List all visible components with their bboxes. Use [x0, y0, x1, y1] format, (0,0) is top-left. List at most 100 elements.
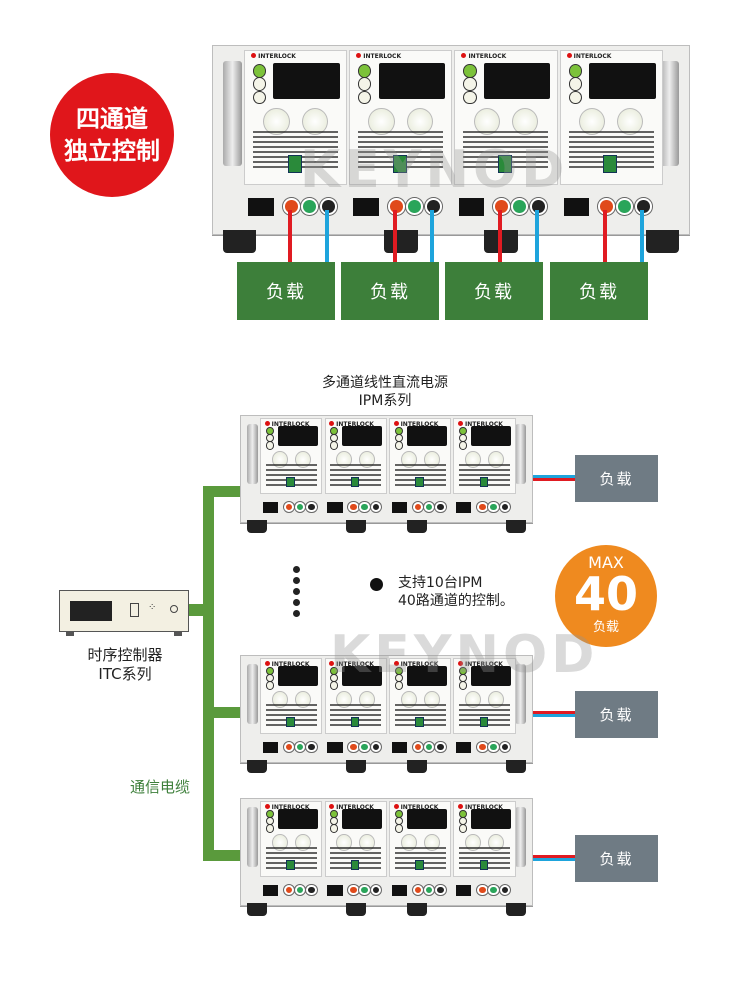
channel-module: INTERLOCK — [559, 49, 663, 186]
comm-cable-trunk — [203, 486, 214, 860]
output-terminals — [244, 189, 349, 234]
power-switch — [391, 884, 407, 896]
max-number: 40 — [573, 567, 638, 621]
ground-terminal — [488, 741, 499, 752]
output-terminals — [453, 880, 517, 905]
output-terminals — [325, 497, 389, 522]
sense-terminal — [415, 717, 424, 728]
controller-label: 时序控制器 ITC系列 — [55, 646, 195, 684]
power-switch — [327, 741, 343, 753]
panel-button — [463, 64, 477, 78]
positive-terminal — [412, 884, 424, 895]
wire-blue — [429, 210, 434, 262]
channel-module: INTERLOCK — [324, 418, 387, 495]
badge-line-2: 独立控制 — [64, 137, 160, 165]
panel-button — [330, 681, 339, 690]
panel-button — [265, 441, 274, 450]
handle-left — [222, 61, 242, 167]
positive-terminal — [348, 501, 359, 512]
ground-terminal — [511, 197, 528, 215]
channel-module: INTERLOCK — [260, 418, 323, 495]
handle-left — [246, 807, 259, 867]
interlock-logo: INTERLOCK — [251, 53, 296, 60]
panel-controls — [265, 846, 317, 869]
watermark: KEYNOD — [300, 140, 569, 200]
panel-button — [253, 77, 267, 92]
interlock-logo: INTERLOCK — [394, 661, 439, 668]
display-screen — [342, 425, 383, 446]
chassis-foot — [246, 519, 268, 533]
output-terminals — [453, 737, 517, 762]
chassis-foot — [384, 230, 418, 253]
channel-module: INTERLOCK — [453, 418, 516, 495]
display-screen — [471, 808, 512, 829]
chassis-foot — [406, 759, 428, 773]
chassis-foot — [505, 519, 527, 533]
negative-terminal — [435, 501, 446, 512]
interlock-logo: INTERLOCK — [356, 53, 401, 60]
output-terminals — [389, 497, 453, 522]
power-switch — [391, 501, 407, 513]
display-screen — [378, 62, 446, 99]
display-screen — [471, 425, 512, 446]
sense-terminal — [415, 860, 424, 871]
interlock-logo: INTERLOCK — [458, 804, 503, 811]
sense-terminal — [603, 154, 618, 174]
panel-controls — [265, 703, 317, 726]
supply-series: IPM系列 — [358, 393, 412, 409]
sense-terminal — [497, 154, 513, 174]
chassis-foot — [246, 902, 268, 916]
positive-terminal — [477, 501, 488, 512]
panel-button — [358, 64, 372, 78]
chassis-foot — [345, 519, 367, 533]
sense-terminal — [479, 860, 489, 871]
wire-blue — [533, 858, 575, 861]
max-40-badge: MAX 40 负载 — [555, 545, 657, 647]
output-terminals — [389, 880, 453, 905]
chassis-foot — [505, 902, 527, 916]
four-channel-badge: 四通道 独立控制 — [50, 73, 174, 197]
interlock-logo: INTERLOCK — [329, 804, 374, 811]
output-terminals — [560, 189, 665, 234]
channel-module: INTERLOCK — [453, 801, 516, 878]
panel-controls — [459, 846, 511, 869]
sense-terminal — [350, 717, 360, 728]
comm-cable-branch-3 — [203, 850, 243, 861]
negative-terminal — [499, 741, 511, 752]
negative-terminal — [370, 741, 382, 752]
load-box-ipm-2: 负载 — [575, 691, 658, 738]
output-terminals — [454, 189, 559, 234]
interlock-logo: INTERLOCK — [265, 421, 310, 428]
display-screen — [277, 665, 318, 686]
panel-controls — [330, 703, 382, 726]
positive-terminal — [348, 741, 359, 752]
wire-blue — [324, 210, 329, 262]
channel-module: INTERLOCK — [388, 418, 452, 495]
max-unit: 负载 — [592, 620, 619, 635]
display-screen — [588, 62, 656, 99]
positive-terminal — [412, 501, 424, 512]
handle-right — [660, 61, 680, 167]
controller-dpad-icon: ⁘ — [148, 602, 157, 613]
sense-terminal — [286, 717, 295, 728]
chassis-foot — [345, 902, 367, 916]
ground-terminal — [488, 884, 499, 895]
load-box-ipm-3: 负载 — [575, 835, 658, 882]
sense-terminal — [392, 154, 407, 174]
chassis-foot — [406, 902, 428, 916]
channel-module: INTERLOCK — [349, 49, 453, 186]
interlock-logo: INTERLOCK — [458, 661, 503, 668]
power-switch — [327, 884, 343, 896]
negative-terminal — [306, 741, 317, 752]
load-box-ipm-1: 负载 — [575, 455, 658, 502]
channel-module: INTERLOCK — [260, 801, 323, 878]
power-switch — [327, 501, 343, 513]
interlock-logo: INTERLOCK — [394, 804, 439, 811]
display-screen — [342, 665, 383, 686]
wire-red — [498, 210, 503, 262]
load-box-1: 负载 — [237, 262, 335, 320]
panel-controls — [330, 846, 382, 869]
power-switch — [262, 501, 279, 513]
panel-button — [394, 824, 403, 833]
